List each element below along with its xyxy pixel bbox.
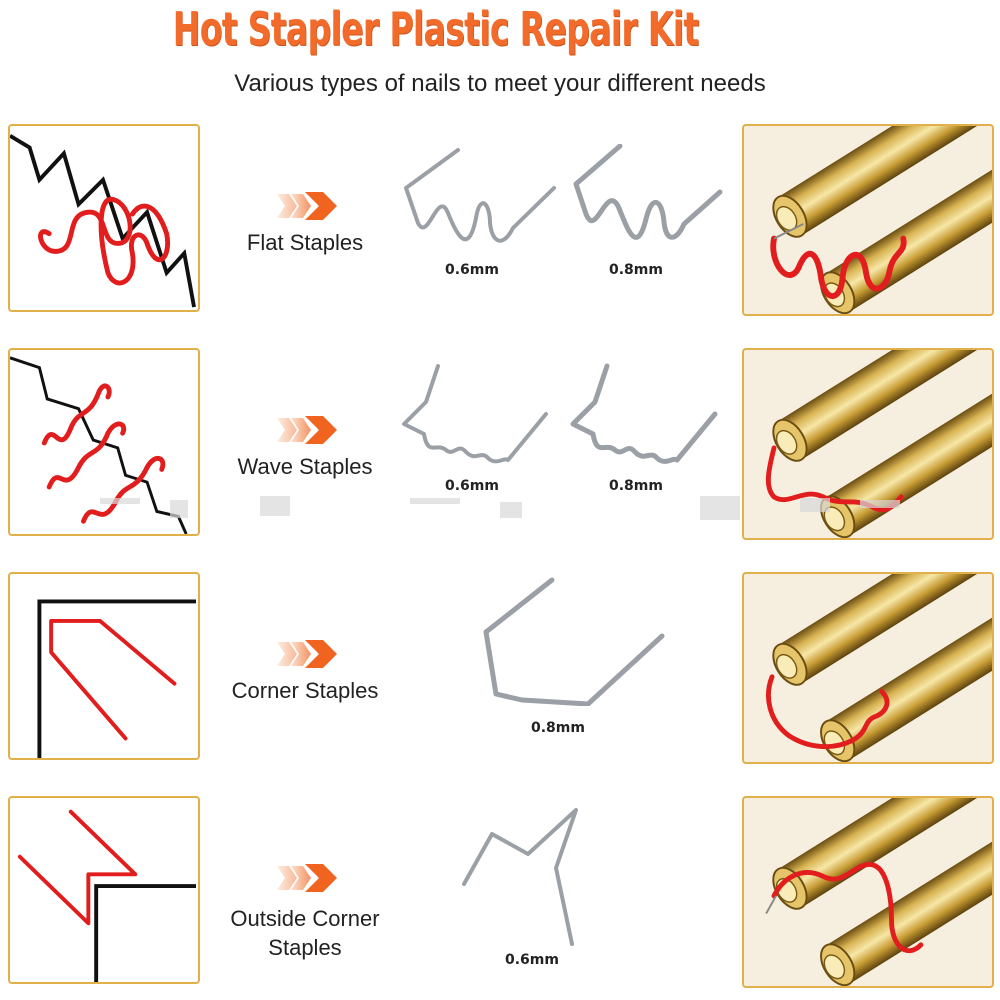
outside-corner-staple-diagram bbox=[8, 796, 200, 984]
outside-corner-staple-06-image bbox=[462, 808, 578, 946]
arrow-icon bbox=[277, 640, 337, 668]
wave-staple-size-08: 0.8mm bbox=[609, 478, 663, 494]
flat-staple-06-image bbox=[404, 148, 556, 243]
flat-staple-08-image bbox=[573, 144, 723, 240]
outside-corner-staple-size-06: 0.6mm bbox=[505, 952, 559, 968]
row-wave-staples: Wave Staples 0.6mm 0.8mm bbox=[0, 348, 1000, 548]
arrow-icon bbox=[277, 416, 337, 444]
corner-staple-photo bbox=[742, 572, 994, 764]
flat-staple-size-08: 0.8mm bbox=[609, 262, 663, 278]
flat-staple-photo bbox=[742, 124, 994, 316]
page-subtitle: Various types of nails to meet your diff… bbox=[234, 70, 766, 97]
row-corner-staples: Corner Staples 0.8mm bbox=[0, 572, 1000, 772]
outside-corner-label-line1: Outside Corner bbox=[230, 906, 380, 931]
outside-corner-label-line2: Staples bbox=[268, 935, 342, 960]
row-flat-staples: Flat Staples 0.6mm 0.8mm bbox=[0, 124, 1000, 324]
page-title: Hot Stapler Plastic Repair Kit bbox=[172, 2, 700, 56]
corner-staple-diagram bbox=[8, 572, 200, 760]
wave-staple-08-image bbox=[570, 363, 718, 464]
flat-staples-label: Flat Staples bbox=[246, 230, 364, 255]
wave-staple-diagram bbox=[8, 348, 200, 536]
row-outside-corner-staples: Outside Corner Staples 0.6mm bbox=[0, 796, 1000, 996]
corner-staple-08-image bbox=[483, 577, 665, 706]
corner-staples-label: Corner Staples bbox=[231, 678, 379, 703]
outside-corner-staple-photo bbox=[742, 796, 994, 988]
flat-staple-size-06: 0.6mm bbox=[445, 262, 499, 278]
wave-staples-label: Wave Staples bbox=[237, 454, 373, 479]
wave-staple-size-06: 0.6mm bbox=[445, 478, 499, 494]
corner-staple-size-08: 0.8mm bbox=[531, 720, 585, 736]
watermark-graphic bbox=[100, 496, 900, 520]
wave-staple-06-image bbox=[402, 364, 548, 464]
outside-corner-staples-label: Outside Corner Staples bbox=[205, 904, 405, 962]
arrow-icon bbox=[277, 192, 337, 220]
arrow-icon bbox=[277, 864, 337, 892]
flat-staple-diagram bbox=[8, 124, 200, 312]
